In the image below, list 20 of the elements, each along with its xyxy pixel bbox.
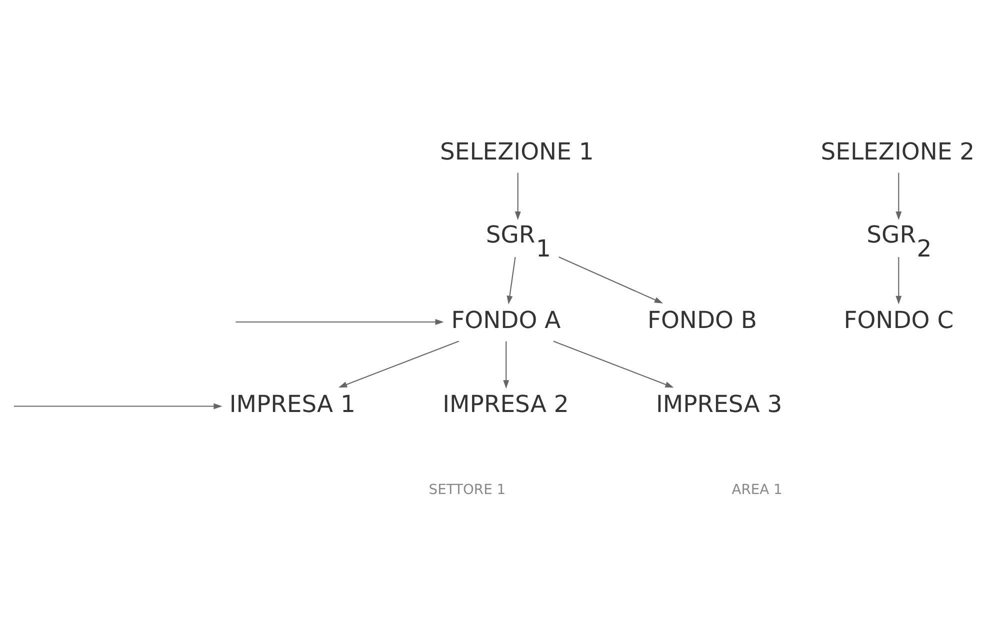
node-text: FONDO C — [844, 305, 954, 334]
arrow — [506, 256, 516, 304]
node-text: SELEZIONE 2 — [820, 136, 975, 165]
arrow — [558, 256, 664, 303]
arrow — [338, 340, 459, 388]
arrow — [896, 256, 902, 304]
label: SETTORE 1 — [428, 482, 506, 498]
node-text: IMPRESA 1 — [229, 390, 356, 418]
arrow — [14, 402, 222, 409]
arrow — [503, 340, 510, 388]
node-text: IMPRESA 2 — [442, 390, 569, 418]
arrow — [896, 172, 902, 220]
node-text: IMPRESA 3 — [656, 390, 782, 418]
arrow — [553, 340, 674, 388]
arrow — [236, 318, 444, 324]
node-text: SELEZIONE 1 — [440, 136, 594, 165]
node-text: FONDO B — [647, 305, 758, 334]
arrow — [514, 172, 521, 220]
node-text: FONDO A — [451, 305, 561, 334]
label: AREA 1 — [732, 482, 782, 498]
